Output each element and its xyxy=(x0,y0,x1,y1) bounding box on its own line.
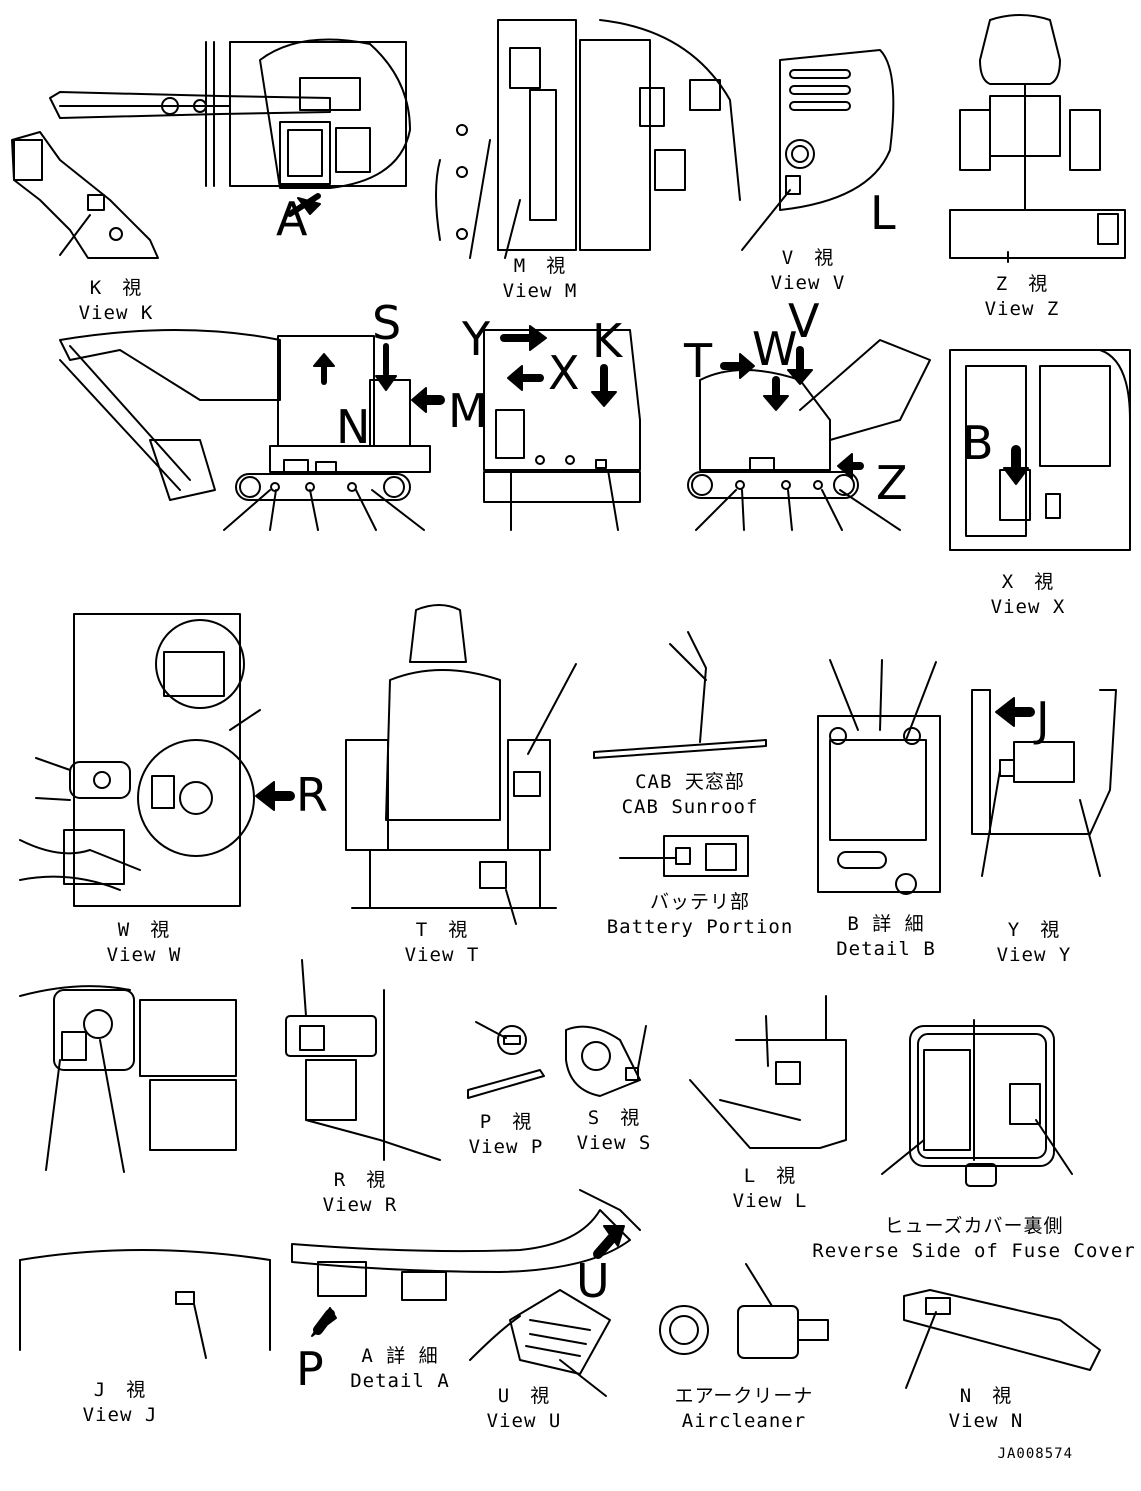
right-side-machine-drawing xyxy=(687,339,931,531)
callout-k: K xyxy=(592,314,623,368)
callout-t: T xyxy=(684,334,713,388)
view-y-drawing xyxy=(971,689,1117,877)
view-v-drawing xyxy=(741,49,895,251)
callout-s: S xyxy=(372,296,402,350)
aircleaner-drawing xyxy=(659,1263,829,1359)
view-w-drawing xyxy=(19,613,295,907)
callout-x: X xyxy=(548,346,580,400)
callout-u: U xyxy=(576,1254,610,1308)
cab-sunroof-drawing xyxy=(593,631,767,759)
view-k-drawing xyxy=(11,131,159,259)
detail-a-drawing xyxy=(291,1189,641,1337)
view-j-drawing xyxy=(19,1249,271,1359)
detail-b-drawing xyxy=(817,659,941,895)
rear-machine-drawing xyxy=(483,325,641,531)
view-l-drawing xyxy=(689,995,847,1149)
callout-l: L xyxy=(870,186,896,240)
callout-j: J xyxy=(1036,692,1050,746)
view-x-drawing xyxy=(949,349,1131,551)
view-p-drawing xyxy=(467,1021,545,1099)
view-n-drawing xyxy=(903,1289,1101,1389)
callout-v: V xyxy=(788,294,820,348)
view-m-drawing xyxy=(435,19,741,259)
left-side-machine-drawing xyxy=(59,329,445,531)
view-s-drawing xyxy=(565,1025,647,1097)
unit-drawing xyxy=(19,985,237,1173)
battery-drawing xyxy=(619,835,749,877)
view-z-drawing xyxy=(949,14,1126,263)
callout-b: B xyxy=(962,416,994,470)
top-view-drawing xyxy=(49,38,411,217)
callout-n: N xyxy=(336,400,371,454)
view-t-drawing xyxy=(345,604,577,925)
callout-a: A xyxy=(276,192,308,246)
fuse-cover-drawing xyxy=(881,1019,1073,1187)
view-u-drawing xyxy=(469,1289,611,1397)
callout-r: R xyxy=(296,768,328,822)
callout-z: Z xyxy=(876,456,908,510)
callout-m: M xyxy=(448,384,488,438)
document-number: JA008574 xyxy=(997,1446,1073,1462)
callout-p: P xyxy=(296,1342,324,1396)
callout-y: Y xyxy=(462,312,491,366)
callout-w: W xyxy=(752,322,798,376)
view-r-drawing xyxy=(285,959,441,1161)
